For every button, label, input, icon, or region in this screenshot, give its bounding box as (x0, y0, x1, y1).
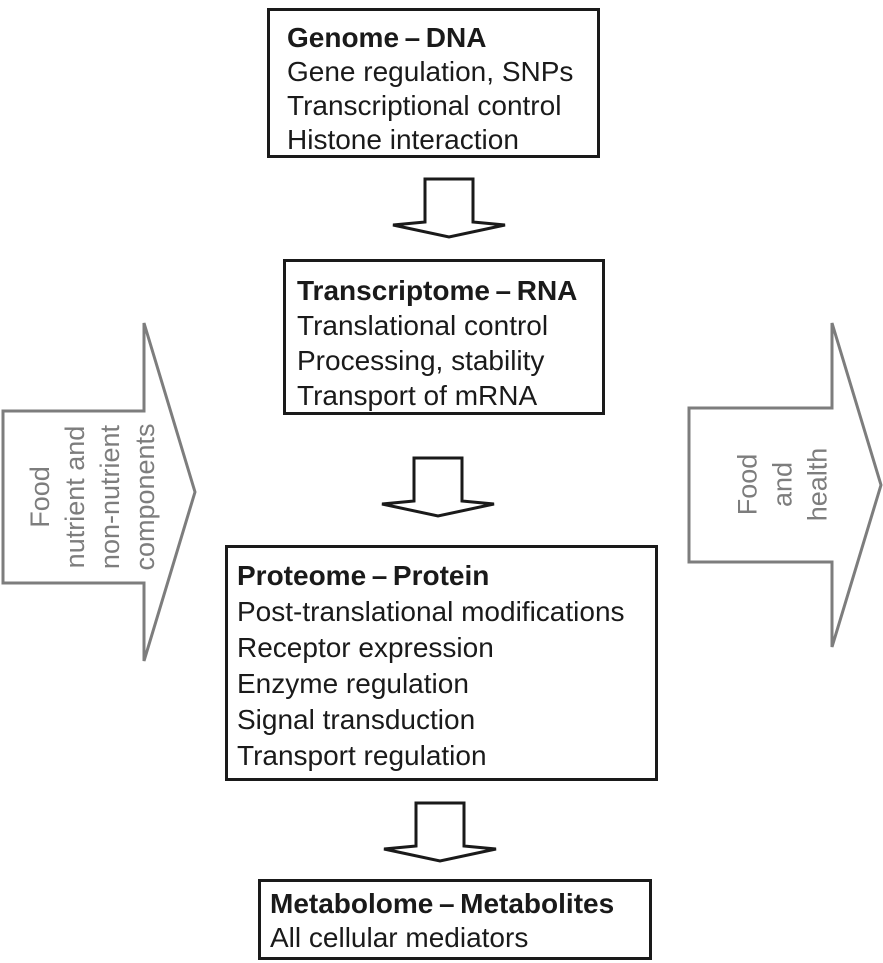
down-arrow-icon (392, 177, 506, 239)
genome-box-line: Histone interaction (287, 124, 519, 155)
metabolome-box-title: Metabolome – Metabolites (270, 888, 615, 919)
transcriptome-box-line: Translational control (297, 310, 549, 341)
metabolome-box-line: All cellular mediators (270, 922, 529, 953)
food-components-label-line: Food (25, 466, 55, 528)
food-health-label: Food and health (731, 335, 836, 635)
proteome-box-title: Proteome – Protein (237, 560, 490, 591)
food-health-label-line: health (802, 447, 833, 522)
genome-box-line: Gene regulation, SNPs (287, 56, 574, 87)
down-arrow-icon (381, 456, 495, 518)
proteome-box-line: Post-translational modifications (237, 596, 625, 627)
proteome-box-line: Transport regulation (237, 740, 487, 771)
transcriptome-box: Transcriptome – RNA Translational contro… (283, 259, 605, 415)
proteome-box-line: Enzyme regulation (237, 668, 469, 699)
food-components-label: Food nutrient and non-nutrient component… (23, 317, 163, 677)
food-components-label-line: components (130, 423, 160, 571)
food-health-label-line: Food (732, 453, 763, 516)
transcriptome-box-line: Transport of mRNA (297, 380, 538, 411)
down-arrow-icon (383, 801, 497, 863)
food-health-arrow-icon (687, 322, 883, 648)
proteome-box: Proteome – Protein Post-translational mo… (225, 545, 658, 781)
food-components-label-line: non-nutrient (95, 424, 125, 570)
transcriptome-box-line: Processing, stability (297, 345, 545, 376)
metabolome-box: Metabolome – Metabolites All cellular me… (258, 879, 652, 960)
proteome-box-line: Receptor expression (237, 632, 494, 663)
transcriptome-box-title: Transcriptome – RNA (297, 275, 578, 306)
proteome-box-line: Signal transduction (237, 704, 476, 735)
genome-box-line: Transcriptional control (287, 90, 562, 121)
genome-box-title: Genome – DNA (287, 22, 487, 53)
food-components-label-line: nutrient and (60, 425, 90, 569)
food-components-arrow-icon (1, 322, 197, 662)
food-health-label-line: and (767, 461, 798, 508)
genome-box: Genome – DNA Gene regulation, SNPs Trans… (267, 8, 600, 158)
